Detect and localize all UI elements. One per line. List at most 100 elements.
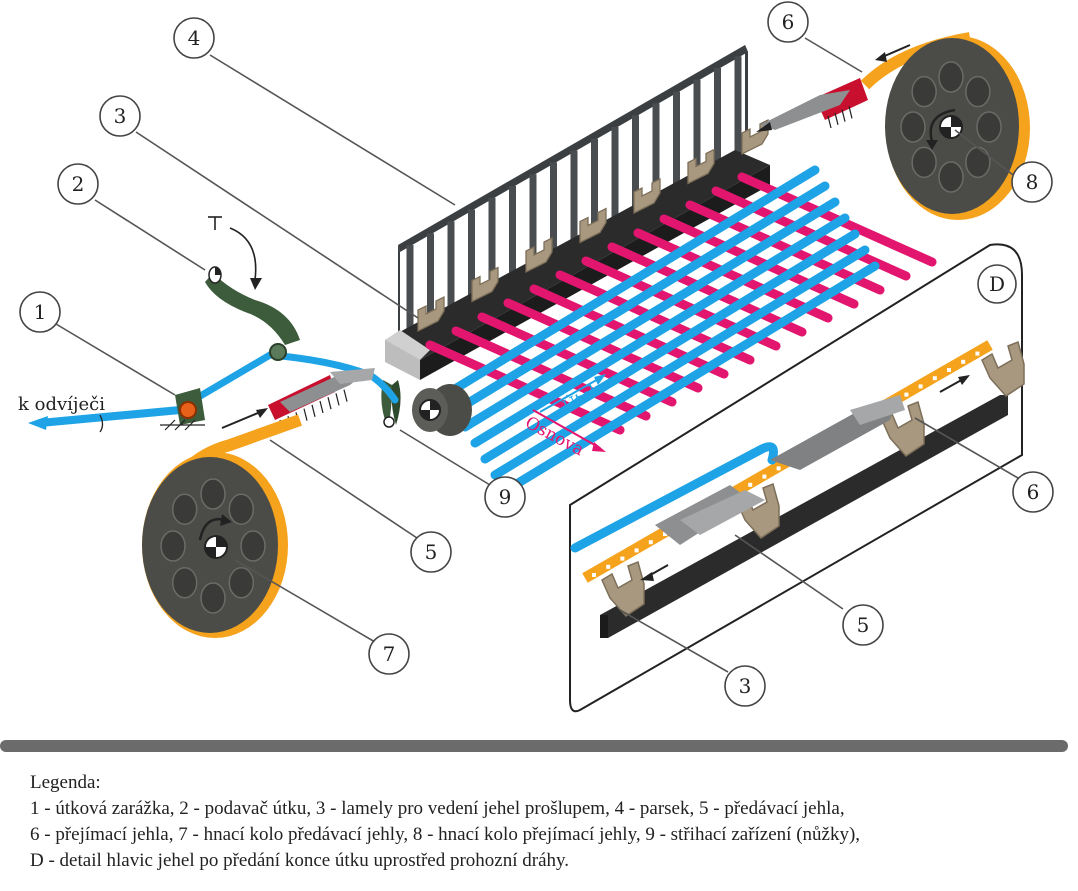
callout-d3: 3 [724,665,766,707]
wheel-hole [900,111,926,143]
tape-arrow-right-head [875,52,887,62]
wheel-hole [976,111,1002,143]
wheel-hole [228,493,255,525]
tape-hole [947,368,951,372]
callout-7: 7 [368,633,410,675]
wheel-hole [228,567,255,599]
tape-hole [620,556,625,561]
weft-feeder [205,216,300,361]
wheel-hole [200,478,226,510]
wheel-hole [938,61,964,93]
svg-text:D: D [989,272,1005,296]
warp-thread [555,270,755,365]
tape-hole [663,532,667,536]
wheel-hole [911,146,937,179]
callout-d5: 5 [842,604,884,646]
wheel-hole [965,75,991,108]
svg-text:3: 3 [739,674,752,698]
warp-thread [607,242,807,337]
needle-pin [827,115,832,129]
divider [0,740,1068,752]
weft-thread [450,181,830,416]
callout-1: 1 [19,291,61,333]
svg-text:6: 6 [782,10,795,34]
tape-hole [634,548,639,553]
weft-thread [500,261,880,496]
weft-feed [28,351,399,430]
warp-thread [659,214,859,309]
svg-text:3: 3 [114,104,127,128]
needle-pin [311,404,316,417]
weft-threads [440,165,880,496]
lamella [579,207,607,244]
legend: Legenda: 1 - útková zarážka, 2 - podavač… [30,770,1070,874]
legend-line-3: D - detail hlavic jehel po předání konce… [30,850,570,871]
callout-9: 9 [484,476,526,518]
legend-line-1: 1 - útková zarážka, 2 - podavač útku, 3 … [30,798,845,819]
detail-lamella [981,340,1025,397]
leader-lines [55,37,1019,673]
needle-pin [335,393,340,406]
legend-line-2: 6 - přejímací jehla, 7 - hnací kolo před… [30,824,861,845]
wheel-hole [160,530,186,562]
lamella [525,236,553,274]
tape-hole [918,384,923,389]
svg-text:5: 5 [425,540,438,564]
lamella [471,266,499,303]
transfer-needle-drive-wheel [142,452,288,638]
wheel-hole [240,530,266,562]
guide-roller [412,384,472,436]
svg-text:4: 4 [188,26,201,50]
warp-direction-arrow [532,409,606,452]
lamella [687,148,715,185]
wheel-hole [171,567,198,599]
label-k-odvijeci: k odvíječi [18,394,105,415]
needle-pin [848,106,853,119]
tape-arrow-left-head [256,408,268,418]
needle-pin [834,112,839,125]
weft-direction-arrow [539,374,606,413]
tape-hole [762,474,767,479]
weft-thread [490,245,870,480]
wheel-hole [200,582,226,614]
callout-6: 6 [767,1,809,43]
weft-thread [480,229,860,464]
receiving-needle-drive-wheel [885,36,1030,220]
transfer-needle [268,368,375,433]
callout-3: 3 [99,95,141,137]
needle-pin [303,408,308,421]
svg-text:5: 5 [857,613,870,637]
wheel-hole [171,493,198,525]
lamella [417,295,445,333]
warp-thread [685,200,885,295]
tape-hole [975,351,980,356]
label-brace [99,414,104,433]
needle-pin [319,400,324,414]
warp-thread [633,228,833,323]
svg-text:9: 9 [499,485,512,509]
tape-hole [904,392,909,397]
tape-hole [748,482,753,487]
needle-pin [327,397,332,410]
svg-text:1: 1 [34,300,47,324]
tape-hole [592,573,596,577]
tape-hole [776,466,781,471]
svg-text:2: 2 [72,172,85,196]
needle-pin [841,109,846,122]
callout-8: 8 [1011,161,1053,203]
tape-hole [606,564,611,569]
wheel-hole [965,146,991,179]
wheel-hole [911,75,937,108]
tape-hole [648,540,653,545]
rapier-loom-diagram: 1 2 3 4 6 8 5 7 9 6 5 3 D k odvíječi Úte… [18,1,1054,713]
callout-d6: 6 [1012,471,1054,513]
lamella [633,177,661,215]
needle-pin [343,389,348,402]
svg-text:6: 6 [1027,480,1040,504]
svg-text:7: 7 [383,642,396,666]
callout-5: 5 [410,531,452,573]
wheel-hole [938,161,964,193]
weft-stop [160,388,205,431]
warp-thread [581,256,781,351]
detail-d [569,243,1025,713]
